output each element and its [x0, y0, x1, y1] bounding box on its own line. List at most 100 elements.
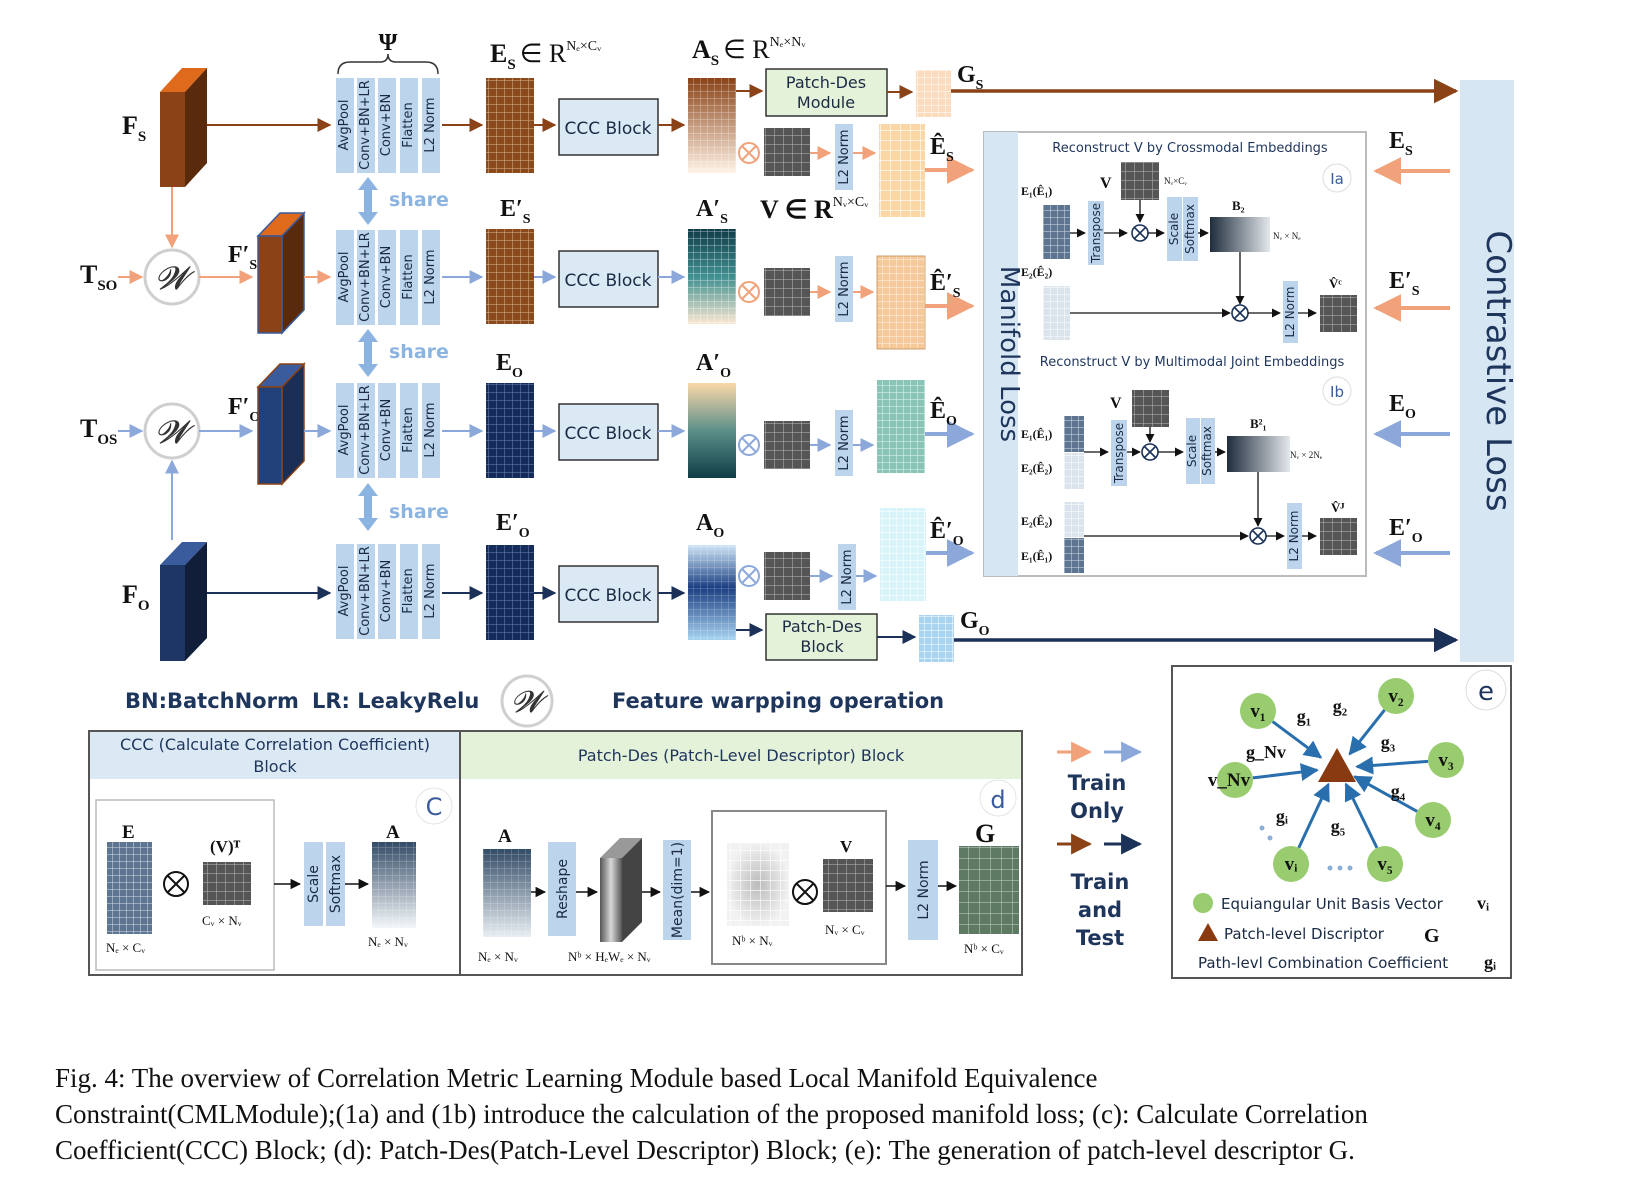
contrastive-loss-title: Contrastive Loss — [1478, 230, 1518, 511]
svg-text:L2 Norm: L2 Norm — [837, 129, 852, 184]
contrastive-in-2: E′ — [1389, 268, 1412, 294]
coefficient-label: g₁ — [1297, 706, 1311, 726]
es-prime-grid — [486, 229, 534, 324]
contrastive-in-3: E — [1389, 391, 1405, 417]
svg-text:Conv+BN: Conv+BN — [379, 560, 394, 623]
svg-text:Ê′O: Ê′O — [930, 517, 964, 549]
legend-e-1: Equiangular Unit Basis Vector — [1221, 895, 1444, 913]
svg-text:gᵢ: gᵢ — [1484, 952, 1496, 972]
tag-ib: Ib — [1330, 383, 1344, 401]
ccc-label-1: CCC Block — [565, 119, 652, 139]
encoder-row-1: AvgPool Conv+BN+LR Conv+BN Flatten L2 No… — [336, 78, 440, 173]
svg-text:AvgPool: AvgPool — [337, 100, 352, 151]
panel-e — [1171, 665, 1512, 979]
svg-text:Conv+BN+LR: Conv+BN+LR — [358, 546, 373, 636]
coefficient-edge — [1348, 708, 1386, 756]
encoder-row-2: AvgPool Conv+BN+LR Conv+BN Flatten L2 No… — [336, 230, 440, 325]
svg-text:ES∈ RNₑ×Cᵥ: ES∈ RNₑ×Cᵥ — [490, 39, 602, 73]
svg-text:Scale: Scale — [306, 865, 322, 903]
svg-text:Reshape: Reshape — [555, 859, 571, 919]
svg-text:Conv+BN: Conv+BN — [379, 399, 394, 462]
svg-text:E′S: E′S — [1389, 268, 1420, 299]
svg-text:L2 Norm: L2 Norm — [916, 860, 932, 919]
svg-text:Nₑ × Nᵥ: Nₑ × Nᵥ — [478, 949, 518, 964]
es-eq-label: E — [490, 39, 507, 68]
svg-text:Mean(dim=1): Mean(dim=1) — [670, 842, 686, 938]
svg-text:F′O: F′O — [228, 394, 260, 425]
svg-text:Nₑ × Cᵥ: Nₑ × Cᵥ — [106, 940, 145, 955]
svg-text:E₁(Ê₁): E₁(Ê₁) — [1021, 184, 1052, 198]
svg-text:Scale: Scale — [1167, 213, 1181, 245]
svg-text:G: G — [975, 819, 995, 848]
svg-text:Flatten: Flatten — [401, 407, 416, 453]
svg-text:vᵢ: vᵢ — [1477, 893, 1489, 913]
coefficient-label: g₅ — [1331, 816, 1345, 836]
branch-fo: FO — [122, 459, 332, 661]
panel-c-header-2: Block — [253, 757, 297, 776]
fs-label: F — [122, 111, 138, 140]
fo-label: F — [122, 580, 138, 609]
svg-text:E′O: E′O — [496, 510, 530, 541]
panel-c-header-1: CCC (Calculate Correlation Coefficient) — [120, 735, 430, 754]
svg-text:V: V — [840, 837, 853, 856]
contrastive-loss-bar — [1460, 80, 1514, 662]
coefficient-label: g₃ — [1381, 732, 1396, 752]
ccc-label-3: CCC Block — [565, 424, 652, 444]
es-prime-label: E — [500, 196, 516, 222]
manifold-a-title: Reconstruct V by Crossmodal Embeddings — [1052, 141, 1328, 156]
ao-prime-label: A — [696, 350, 714, 376]
svg-text:Cᵥ × Nᵥ: Cᵥ × Nᵥ — [202, 913, 242, 928]
coefficient-label: g₂ — [1333, 696, 1347, 716]
tag-ia: Ia — [1330, 170, 1344, 188]
svg-text:A: A — [498, 826, 512, 847]
legend-bn: BN:BatchNorm — [125, 689, 299, 713]
svg-text:Transpose: Transpose — [1089, 203, 1103, 264]
svg-text:B₂: B₂ — [1232, 198, 1245, 213]
psi-label: Ψ — [379, 30, 398, 56]
svg-text:Patch-Des: Patch-Des — [786, 73, 866, 92]
basis-vector-label: vᵢ — [1285, 854, 1299, 875]
svg-text:E′O: E′O — [1389, 515, 1423, 546]
caption-line-3: Coefficient(CCC) Block; (d): Patch-Des(P… — [55, 1135, 1355, 1165]
es-hat-label: Ê — [930, 133, 946, 160]
ccc-label-2: CCC Block — [565, 271, 652, 291]
coefficient-edge — [1353, 775, 1418, 813]
svg-text:Nᵥ × 2Nₑ: Nᵥ × 2Nₑ — [1290, 450, 1323, 460]
svg-text:TOS: TOS — [80, 414, 117, 448]
svg-text:Patch-Des: Patch-Des — [782, 617, 862, 636]
train-only-2: Only — [1070, 799, 1124, 823]
coefficient-label: gᵢ — [1276, 806, 1288, 826]
train-test-3: Test — [1076, 926, 1124, 950]
go-label: G — [960, 608, 979, 634]
svg-text:Nₑ × Nᵥ: Nₑ × Nᵥ — [368, 934, 408, 949]
svg-text:L2 Norm: L2 Norm — [423, 249, 438, 304]
svg-text:Softmax: Softmax — [1183, 204, 1197, 254]
reshape-tensor — [600, 838, 642, 942]
share-label-2: share — [389, 341, 449, 363]
basis-vector-node — [1415, 802, 1451, 838]
svg-text:ÊO: ÊO — [930, 397, 957, 429]
svg-text:ÊS: ÊS — [930, 133, 954, 165]
eo-prime-label: E — [496, 510, 512, 536]
svg-text:Block: Block — [800, 637, 844, 656]
svg-text:E₁(Ê₁): E₁(Ê₁) — [1021, 427, 1052, 441]
svg-text:V̂ᴶ: V̂ᴶ — [1331, 500, 1345, 515]
panel-d-header: Patch-Des (Patch-Level Descriptor) Block — [578, 746, 905, 765]
svg-text:GS: GS — [957, 62, 984, 93]
eo-hat-label: Ê — [930, 397, 946, 424]
svg-text:Transpose: Transpose — [1112, 423, 1126, 484]
coefficient-edge — [1271, 720, 1323, 759]
svg-text:E′S: E′S — [500, 196, 531, 227]
tso-label: T — [80, 260, 97, 289]
tos-label: T — [80, 414, 97, 443]
fo-prime-label: F — [228, 394, 243, 420]
psi-brace — [337, 53, 439, 75]
svg-text:E₁(Ê₁): E₁(Ê₁) — [1021, 549, 1052, 563]
eo-label: E — [496, 350, 512, 376]
svg-text:Conv+BN: Conv+BN — [379, 94, 394, 157]
svg-text:ES: ES — [1389, 128, 1413, 159]
basis-vector-node — [1273, 846, 1309, 882]
svg-text:𝓦: 𝓦 — [155, 414, 195, 450]
svg-text:FO: FO — [122, 580, 150, 614]
